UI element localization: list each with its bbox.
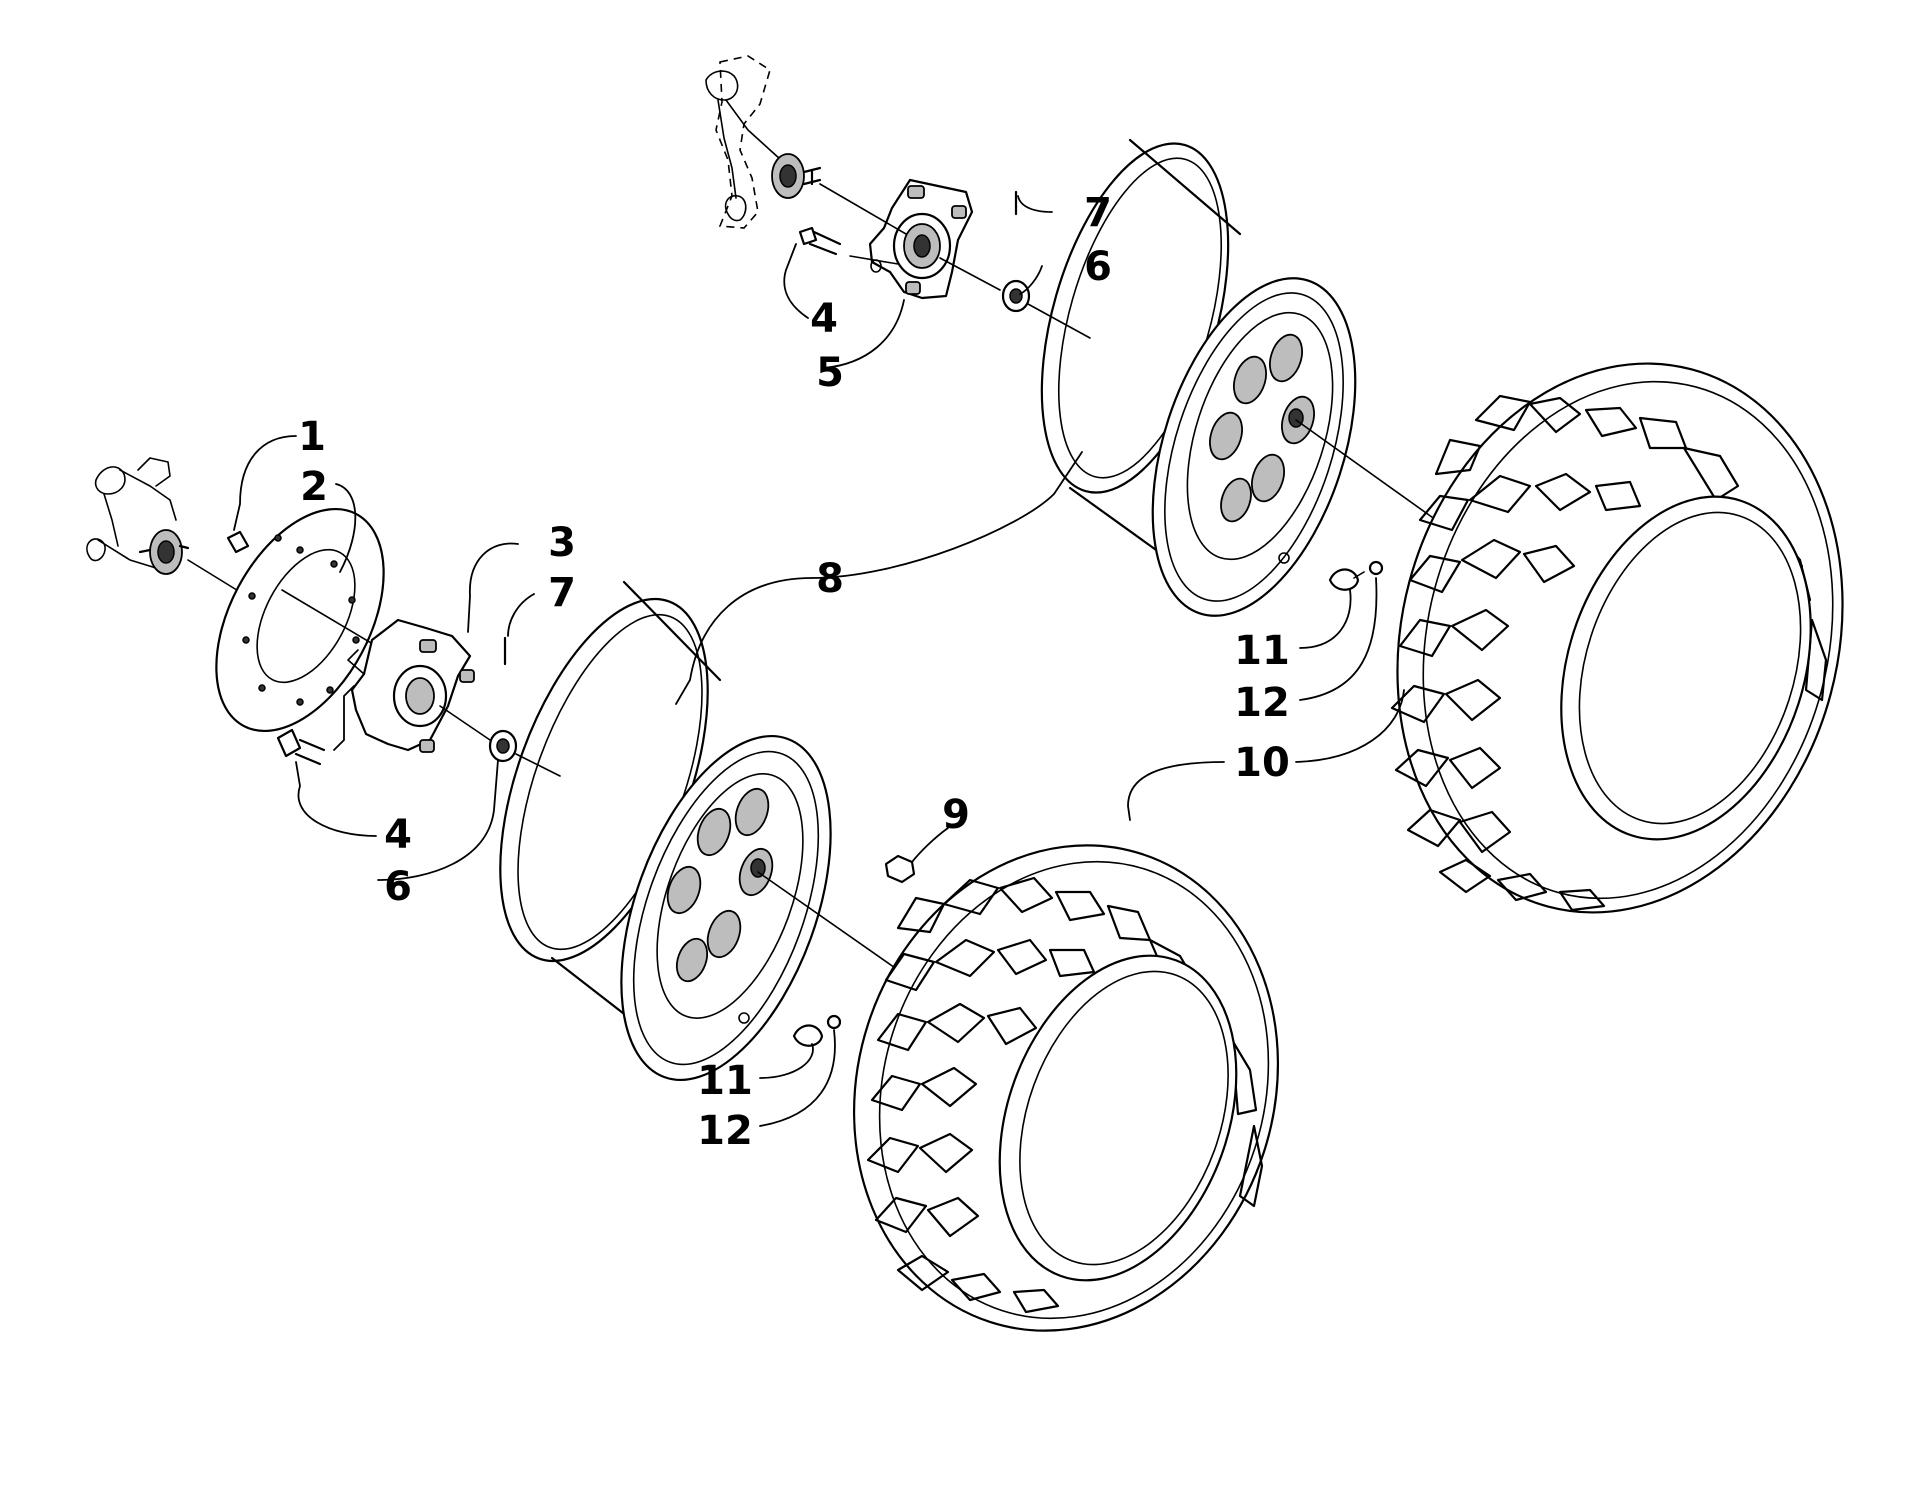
callout-3: 3: [548, 520, 576, 566]
upper-hub-nut: [1001, 279, 1031, 313]
callout-6-upper: 6: [1084, 244, 1112, 290]
lower-wheel-hub: [347, 618, 475, 753]
lower-valve-cap: [826, 1014, 842, 1030]
callout-7-lower: 7: [548, 570, 576, 616]
callout-6-lower: 6: [384, 864, 412, 910]
lower-hub-stud: [276, 728, 326, 766]
upper-valve-stem: [1328, 568, 1365, 591]
callout-2: 2: [300, 464, 328, 510]
brake-disc: [215, 507, 385, 733]
upper-steering-knuckle: [705, 55, 822, 229]
callout-5: 5: [816, 350, 844, 396]
callout-9: 9: [942, 792, 970, 838]
callout-7-upper: 7: [1084, 190, 1112, 236]
callout-12-lower: 12: [697, 1108, 753, 1154]
upper-wheel-hub: [868, 178, 974, 300]
lower-wheel-rim: [499, 580, 832, 1082]
rear-right-tire: [1390, 362, 1844, 914]
upper-hub-stud: [798, 226, 842, 256]
lower-steering-knuckle: [86, 457, 190, 575]
upper-wheel-rim: [1040, 138, 1357, 617]
lower-screw: [226, 530, 250, 554]
front-left-tire: [852, 844, 1280, 1332]
callout-11-lower: 11: [697, 1058, 753, 1104]
callout-4-upper: 4: [810, 296, 838, 342]
wheel-nut: [884, 854, 916, 884]
callout-4-lower: 4: [384, 812, 412, 858]
callout-1: 1: [298, 414, 326, 460]
callout-8: 8: [816, 556, 844, 602]
callout-11-upper: 11: [1234, 628, 1290, 674]
callout-12-upper: 12: [1234, 680, 1290, 726]
lower-valve-stem: [792, 1024, 824, 1047]
upper-valve-cap: [1368, 560, 1384, 576]
callout-10: 10: [1234, 740, 1290, 786]
lower-hub-nut: [488, 729, 518, 763]
